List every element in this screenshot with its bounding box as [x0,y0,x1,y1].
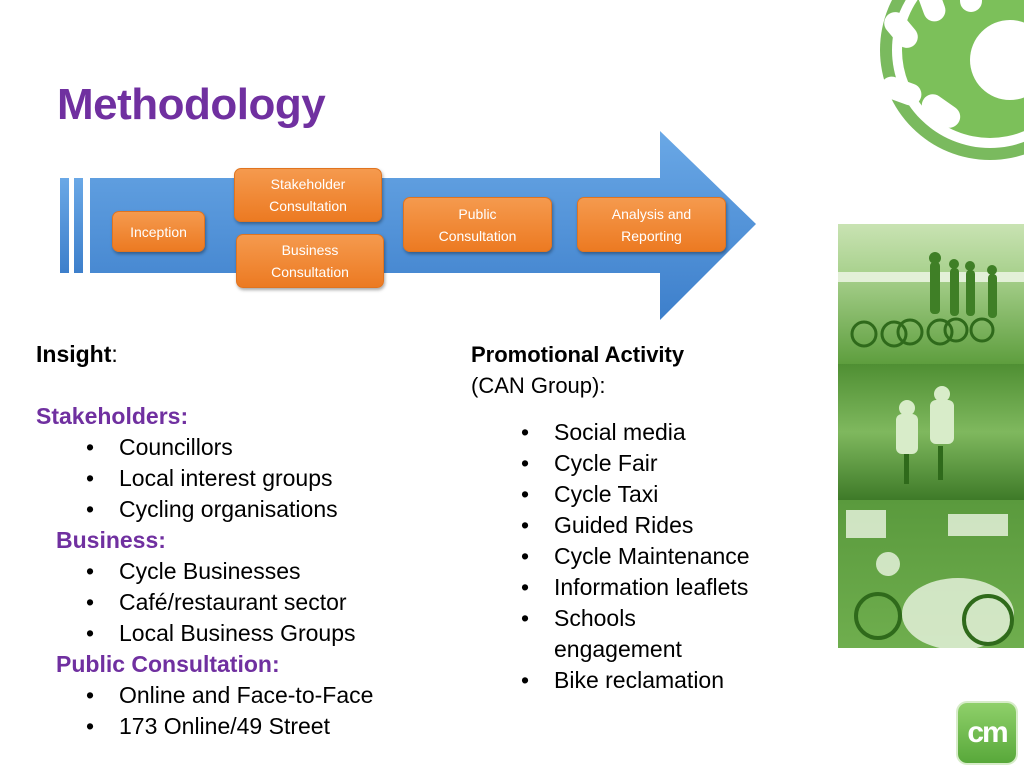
list-item: Cycle Taxi [521,479,771,510]
business-label: Business: [56,527,166,553]
list-item: Local Business Groups [86,618,436,649]
list-item: Online and Face-to-Face [86,680,436,711]
page-title: Methodology [57,80,326,129]
insight-section: Insight: Stakeholders: Councillors Local… [36,339,436,742]
promo-subheading: (CAN Group): [471,373,606,398]
cycling-photos [838,224,1024,648]
process-step-label: Public Consultation [438,205,517,244]
list-item: Councillors [86,432,436,463]
process-step-label: Stakeholder Consultation [269,176,347,214]
list-item: Cycle Businesses [86,556,436,587]
process-step-analysis-reporting: Analysis and Reporting [577,197,726,252]
public-consultation-label: Public Consultation: [56,651,280,677]
list-item: Social media [521,417,771,448]
process-step-label: Analysis and Reporting [611,205,692,244]
list-item: Guided Rides [521,510,771,541]
list-item: Local interest groups [86,463,436,494]
insight-heading-text: Insight [36,341,112,367]
list-item: Cycling organisations [86,494,436,525]
insight-colon: : [111,341,118,367]
process-step-public-consultation: Public Consultation [403,197,552,252]
cm-logo: cm [958,703,1016,763]
process-step-business-consultation: Business Consultation [236,234,384,288]
process-step-label: Business Consultation [271,242,349,280]
business-list: Cycle Businesses Café/restaurant sector … [86,556,436,649]
process-step-stakeholder-consultation: Stakeholder Consultation [234,168,382,222]
promo-list: Social media Cycle Fair Cycle Taxi Guide… [521,417,771,696]
stakeholders-label: Stakeholders: [36,403,189,429]
stakeholders-list: Councillors Local interest groups Cyclin… [86,432,436,525]
list-item: Information leaflets [521,572,771,603]
list-item: 173 Online/49 Street [86,711,436,742]
list-item: Café/restaurant sector [86,587,436,618]
process-step-inception: Inception [112,211,205,252]
list-item: Cycle Maintenance [521,541,771,572]
list-item: Bike reclamation [521,665,771,696]
promo-section: Promotional Activity (CAN Group): Social… [471,339,791,696]
list-item: Cycle Fair [521,448,771,479]
insight-heading: Insight: [36,339,436,370]
list-item: Schools engagement [521,603,704,665]
process-step-label: Inception [130,223,187,240]
gear-graphic [880,0,1024,160]
public-consultation-list: Online and Face-to-Face 173 Online/49 St… [86,680,436,742]
promo-heading: Promotional Activity [471,342,685,367]
logo-text: cm [967,716,1008,749]
